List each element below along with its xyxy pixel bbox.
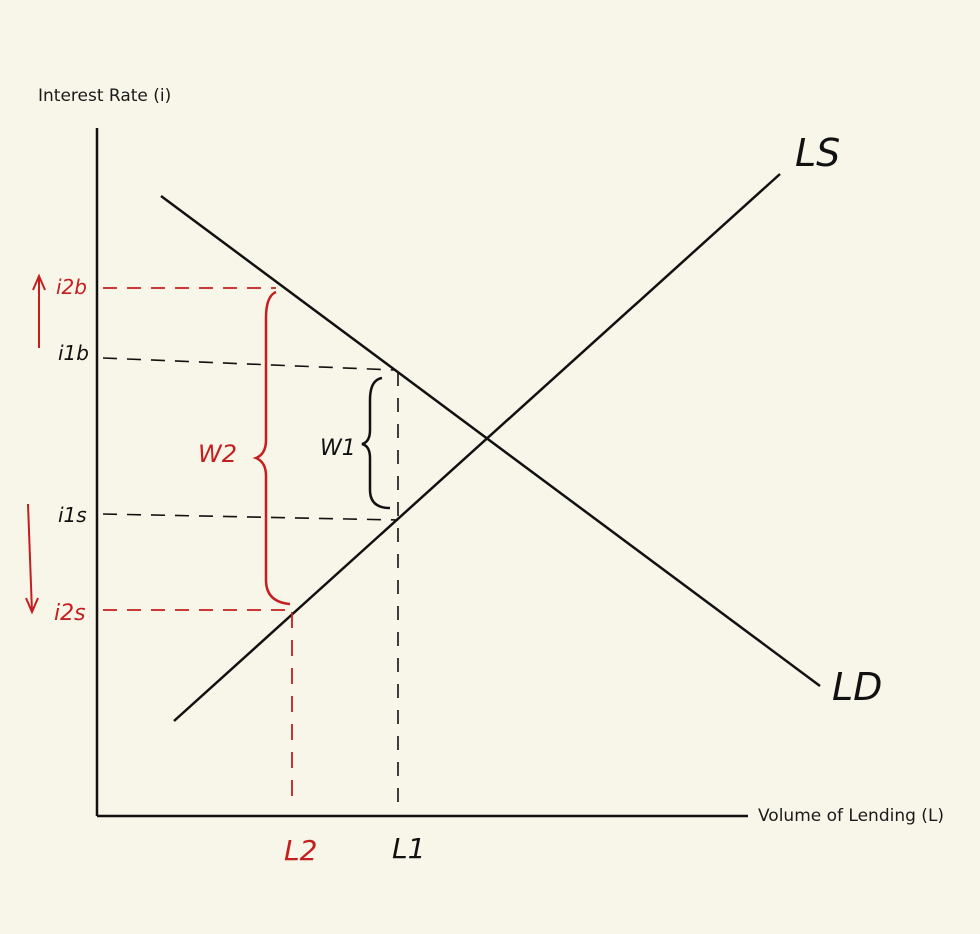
i1b-guide	[102, 357, 395, 371]
w2-brace	[252, 290, 291, 606]
y-axis-title: Interest Rate (i)	[38, 86, 172, 106]
w1-label: W1	[320, 436, 356, 461]
L1-label: L1	[392, 832, 425, 865]
w2-label: W2	[198, 440, 237, 468]
i2b-label: i2b	[56, 275, 87, 299]
i2s-label: i2s	[54, 601, 86, 626]
i1s-label: i1s	[58, 503, 87, 527]
i1b-label: i1b	[58, 341, 89, 365]
w1-brace	[361, 376, 391, 510]
supply-curve	[173, 173, 781, 722]
demand-curve	[160, 194, 821, 688]
supply-curve-label: LS	[795, 131, 840, 175]
up-arrow-icon	[32, 273, 46, 291]
i1s-guide	[102, 513, 399, 521]
demand-curve-label: LD	[832, 665, 882, 709]
down-arrow-icon	[25, 597, 39, 615]
L2-label: L2	[284, 834, 317, 867]
down-arrow-shaft	[27, 503, 33, 613]
x-axis-title: Volume of Lending (L)	[758, 806, 945, 826]
